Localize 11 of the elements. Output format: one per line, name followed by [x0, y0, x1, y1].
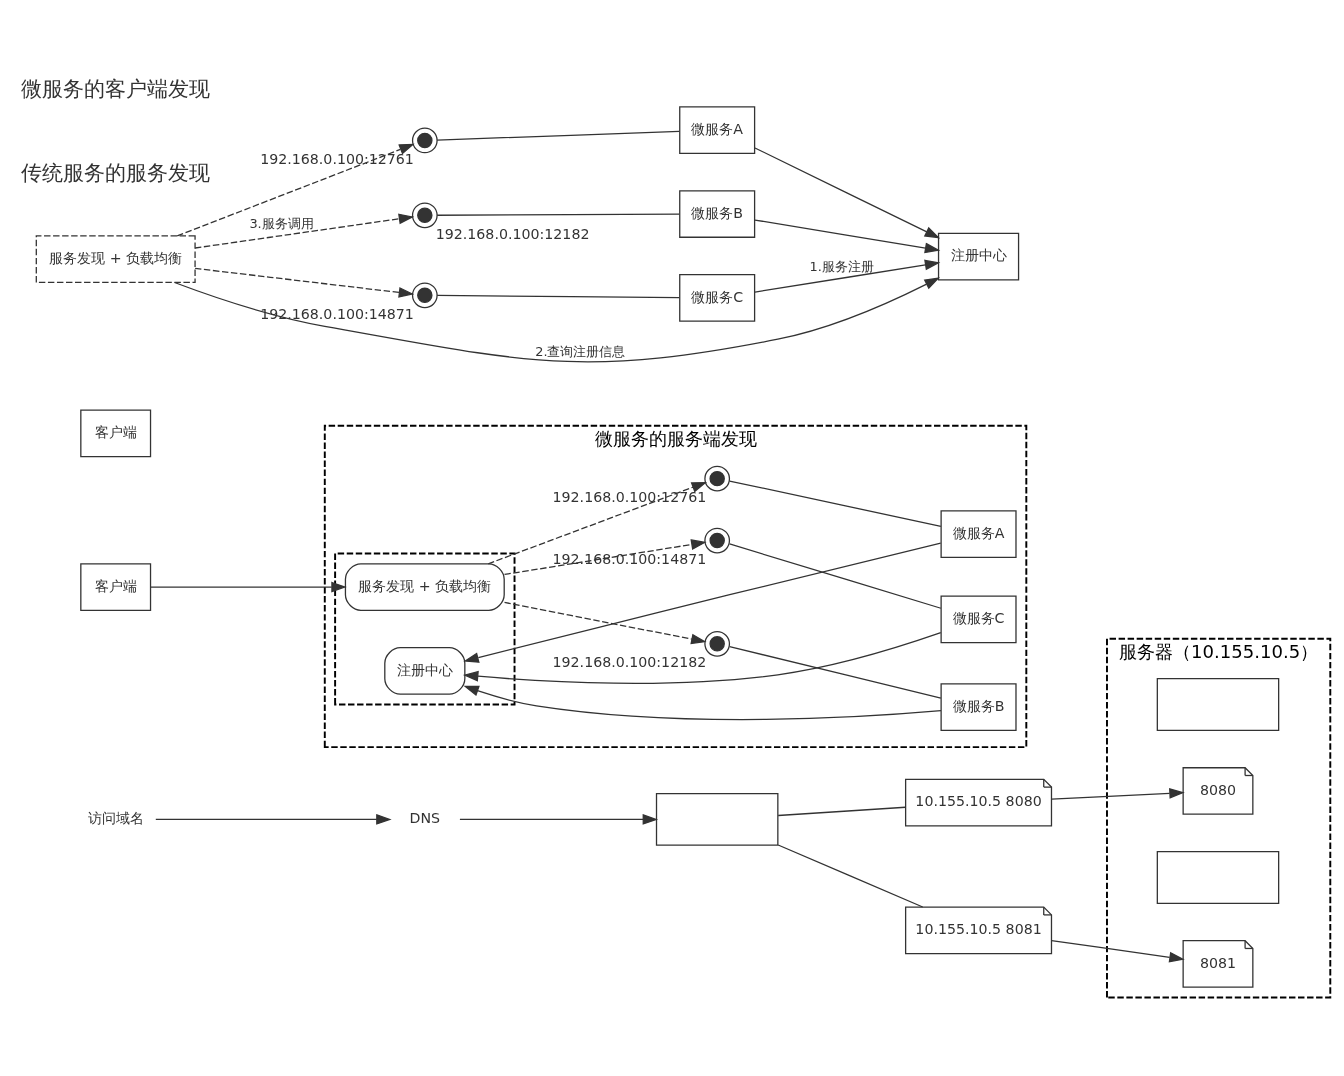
edge-label: 3.服务调用	[249, 216, 314, 232]
node-label: 192.168.0.100:12761	[260, 151, 414, 168]
node-label: 192.168.0.100:12761	[552, 489, 707, 506]
node-text: DNS	[409, 810, 441, 826]
node-label: 192.168.0.100:12182	[552, 654, 707, 671]
edge-label: 2.查询注册信息	[535, 344, 626, 359]
edge-label: 1.服务注册	[809, 258, 874, 274]
label: 传统服务的服务发现	[21, 161, 211, 186]
label: 微服务的客户端发现	[21, 77, 211, 102]
node-text: 访问域名	[87, 810, 144, 826]
node-label: 192.168.0.100:12182	[435, 225, 590, 242]
